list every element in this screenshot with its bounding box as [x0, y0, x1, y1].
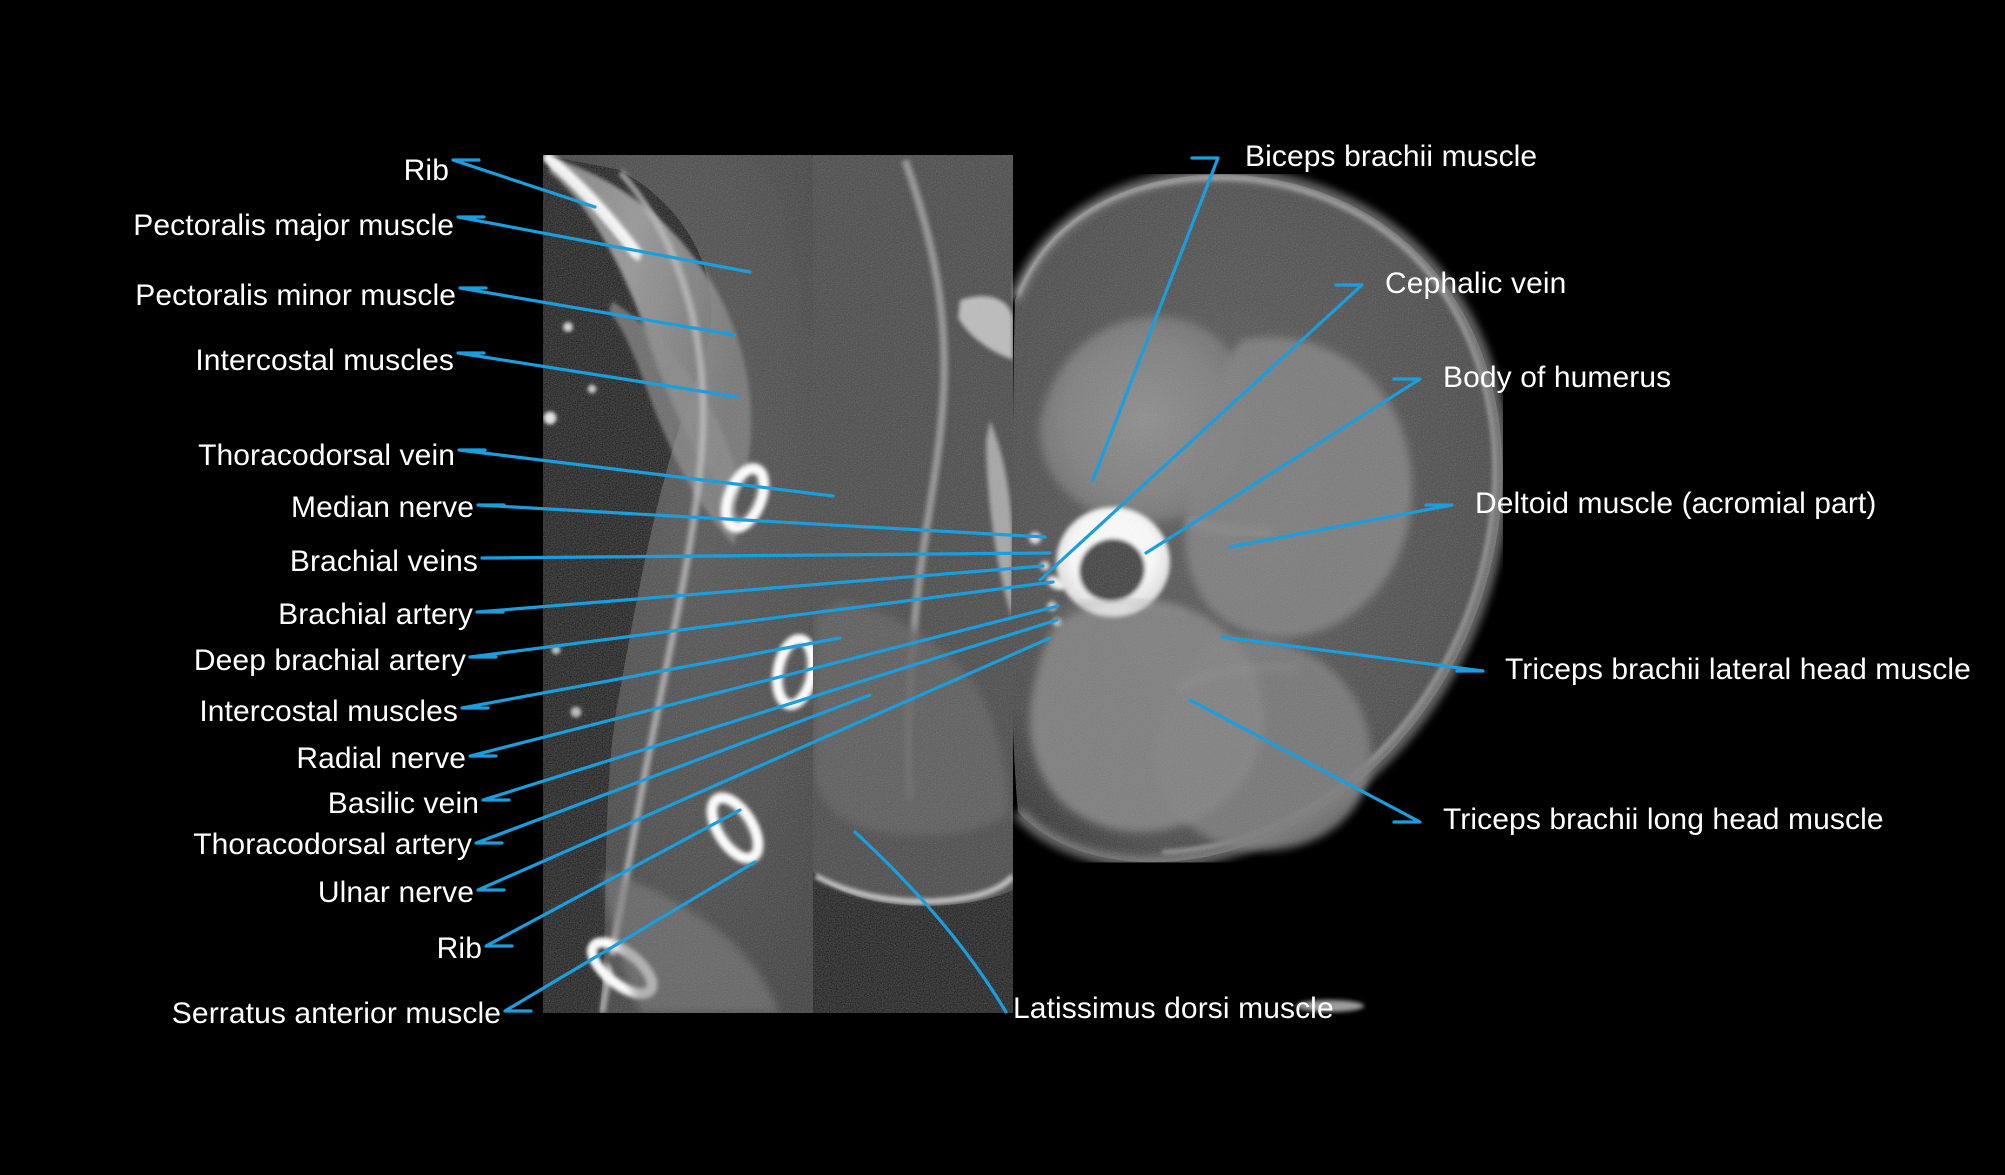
anno-label-left: Intercostal muscles — [195, 344, 454, 377]
anno-label-left: Brachial artery — [278, 598, 473, 631]
anno-label-right: Deltoid muscle (acromial part) — [1475, 487, 1877, 520]
anno-label-left: Rib — [403, 154, 449, 187]
anno-label-left: Intercostal muscles — [199, 695, 458, 728]
anno-label-right: Triceps brachii long head muscle — [1443, 803, 1884, 836]
anno-label-right: Biceps brachii muscle — [1245, 140, 1538, 173]
anno-label-left: Serratus anterior muscle — [171, 997, 501, 1030]
anno-label-left: Basilic vein — [327, 787, 479, 820]
anno-label-left: Ulnar nerve — [317, 876, 474, 909]
anno-label-left: Pectoralis major muscle — [133, 209, 454, 242]
anno-label-right: Body of humerus — [1443, 361, 1672, 394]
anno-label-left: Pectoralis minor muscle — [135, 279, 456, 312]
anno-label-right: Cephalic vein — [1385, 267, 1567, 300]
anno-label-left: Deep brachial artery — [193, 644, 466, 677]
anno-label-right: Triceps brachii lateral head muscle — [1505, 653, 1971, 686]
anno-label-left: Brachial veins — [289, 545, 478, 578]
anno-label-left: Radial nerve — [296, 742, 466, 775]
anno-label-bottom: Latissimus dorsi muscle — [1013, 992, 1334, 1025]
anno-label-left: Median nerve — [291, 491, 474, 524]
anno-label-left: Rib — [436, 932, 482, 965]
anno-label-left: Thoracodorsal artery — [193, 828, 472, 861]
anno-label-left: Thoracodorsal vein — [198, 439, 455, 472]
